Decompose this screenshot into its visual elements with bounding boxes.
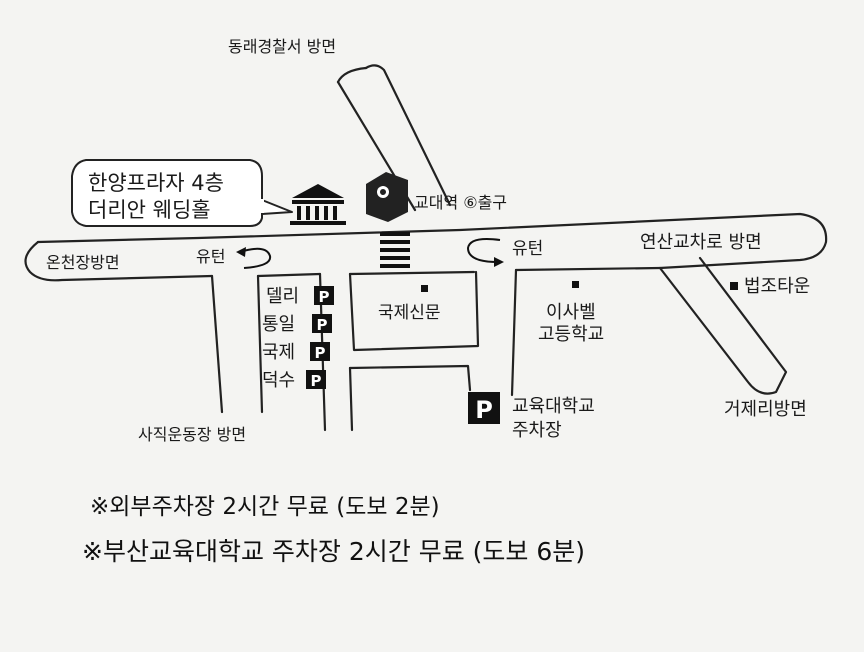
parking-symbol: P bbox=[319, 288, 330, 306]
direction-west: 온천장방면 bbox=[46, 253, 120, 272]
direction-southwest: 사직운동장 방면 bbox=[138, 425, 246, 444]
parking-list: 델리 P 통일 P 국제 P 덕수 P bbox=[262, 286, 334, 391]
school-label-line2: 고등학교 bbox=[538, 324, 604, 345]
parking-lot-name: 델리 bbox=[266, 286, 299, 307]
school-marker bbox=[572, 281, 579, 288]
univ-parking-label-line1: 교육대학교 bbox=[512, 396, 595, 417]
uturn-left-label: 유턴 bbox=[196, 247, 225, 266]
venue-line1: 한양프라자 4층 bbox=[88, 171, 224, 195]
venue-callout: 한양프라자 4층 더리안 웨딩홀 bbox=[71, 159, 293, 227]
parking-lot-name: 국제 bbox=[262, 342, 295, 363]
parking-symbol: P bbox=[311, 372, 322, 390]
parking-note-university: ※부산교육대학교 주차장 2시간 무료 (도보 6분) bbox=[82, 537, 586, 566]
univ-parking-label-line2: 주차장 bbox=[512, 420, 562, 441]
station-block-icon bbox=[366, 172, 408, 222]
univ-parking-symbol: P bbox=[475, 396, 493, 424]
parking-lot-name: 덕수 bbox=[262, 370, 295, 391]
venue-line2: 더리안 웨딩홀 bbox=[88, 198, 211, 222]
parking-lot-name: 통일 bbox=[262, 314, 295, 335]
hall-building-icon bbox=[290, 184, 346, 225]
lawtown-label: 법조타운 bbox=[744, 276, 810, 297]
univ-parking-marker bbox=[468, 392, 500, 424]
parking-symbol: P bbox=[315, 344, 326, 362]
uturn-right-icon bbox=[466, 238, 504, 267]
lawtown-marker bbox=[730, 282, 738, 290]
parking-note-external: ※외부주차장 2시간 무료 (도보 2분) bbox=[90, 494, 440, 520]
uturn-left-icon bbox=[236, 247, 272, 269]
parking-symbol: P bbox=[317, 316, 328, 334]
crosswalk bbox=[380, 232, 410, 268]
newspaper-marker bbox=[421, 285, 428, 292]
direction-east: 연산교차로 방면 bbox=[640, 232, 762, 253]
direction-north: 동래경찰서 방면 bbox=[228, 37, 336, 56]
uturn-right-label: 유턴 bbox=[512, 239, 543, 259]
newspaper-label: 국제신문 bbox=[378, 303, 441, 323]
direction-southeast: 거제리방면 bbox=[724, 399, 807, 420]
station-exit-label: 교대역 ⑥출구 bbox=[414, 193, 507, 212]
school-label-line1: 이사벨 bbox=[546, 302, 596, 323]
